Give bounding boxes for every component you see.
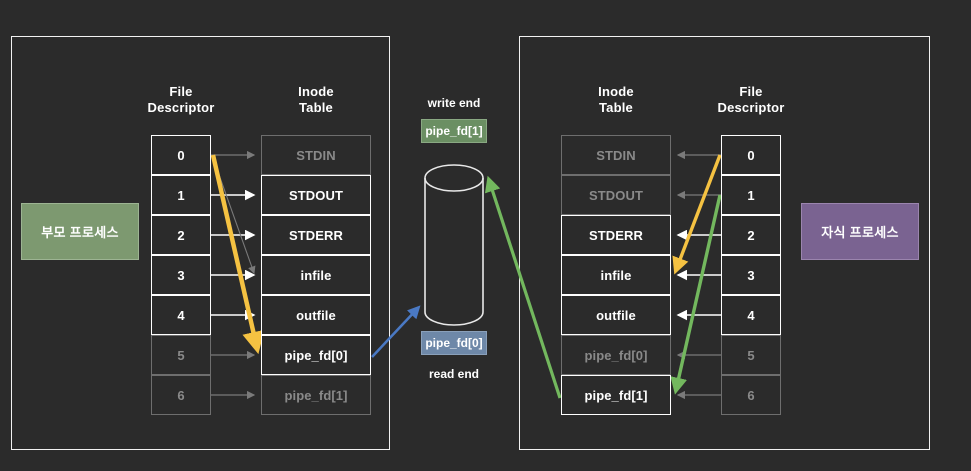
- left-fd-table-title: File Descriptor: [147, 84, 215, 115]
- pipe-read-end-label: read end: [428, 367, 479, 381]
- left-inode-row-label: pipe_fd[0]: [284, 347, 348, 363]
- right-inode-row: outfile: [561, 295, 671, 335]
- right-fd-row-label: 1: [747, 187, 755, 203]
- right-file-descriptor-table: 0 1 2 3 4 5 6: [721, 135, 781, 415]
- child-process-box: 자식 프로세스: [801, 203, 919, 260]
- left-fd-row: 4: [151, 295, 211, 335]
- right-fd-row: 2: [721, 215, 781, 255]
- left-fd-row-label: 1: [177, 187, 185, 203]
- left-inode-row-label: outfile: [296, 307, 336, 323]
- left-fd-row-label: 0: [177, 147, 185, 163]
- child-process-label: 자식 프로세스: [821, 225, 899, 240]
- right-inode-table: STDIN STDOUT STDERR infile outfile pipe_fd[0]…: [561, 135, 671, 415]
- pipe-cylinder-icon: [424, 164, 484, 326]
- right-fd-row: 6: [721, 375, 781, 415]
- left-fd-row: 3: [151, 255, 211, 295]
- left-inode-row-label: STDIN: [296, 147, 336, 163]
- left-inode-row: outfile: [261, 295, 371, 335]
- left-fd-row: 0: [151, 135, 211, 175]
- right-fd-row: 3: [721, 255, 781, 295]
- left-fd-row: 1: [151, 175, 211, 215]
- pipe-write-end-badge: pipe_fd[1]: [421, 119, 487, 143]
- left-fd-row-label: 2: [177, 227, 185, 243]
- left-inode-row: STDOUT: [261, 175, 371, 215]
- right-fd-row: 1: [721, 175, 781, 215]
- right-fd-row-label: 6: [747, 387, 755, 403]
- right-inode-row-label: pipe_fd[1]: [584, 387, 648, 403]
- parent-process-panel: [11, 36, 390, 450]
- right-fd-row-label: 4: [747, 307, 755, 323]
- left-fd-row: 5: [151, 335, 211, 375]
- left-inode-row-label: STDERR: [288, 227, 344, 243]
- right-fd-row: 0: [721, 135, 781, 175]
- right-fd-row: 4: [721, 295, 781, 335]
- right-inode-row: STDOUT: [561, 175, 671, 215]
- left-fd-row-label: 3: [177, 267, 185, 283]
- pipe-write-end-label: write end: [427, 96, 481, 110]
- left-inode-row: pipe_fd[0]: [261, 335, 371, 375]
- left-fd-row: 2: [151, 215, 211, 255]
- left-inode-row: STDERR: [261, 215, 371, 255]
- left-inode-table: STDIN STDOUT STDERR infile outfile pipe_fd[0]…: [261, 135, 371, 415]
- left-fd-row: 6: [151, 375, 211, 415]
- right-fd-row-label: 0: [747, 147, 755, 163]
- right-fd-row-label: 5: [747, 347, 755, 363]
- right-inode-row: STDERR: [561, 215, 671, 255]
- left-fd-row-label: 4: [177, 307, 185, 323]
- left-inode-row-label: infile: [300, 267, 332, 283]
- right-inode-row-label: STDIN: [596, 147, 636, 163]
- right-inode-row-label: outfile: [596, 307, 636, 323]
- right-fd-table-title: File Descriptor: [717, 84, 785, 115]
- right-inode-row-label: STDERR: [588, 227, 644, 243]
- left-fd-row-label: 5: [177, 347, 185, 363]
- left-inode-table-title: Inode Table: [298, 84, 334, 115]
- left-file-descriptor-table: 0 1 2 3 4 5 6: [151, 135, 211, 415]
- left-inode-row: infile: [261, 255, 371, 295]
- right-inode-row-label: pipe_fd[0]: [584, 347, 648, 363]
- right-inode-row: STDIN: [561, 135, 671, 175]
- parent-process-box: 부모 프로세스: [21, 203, 139, 260]
- right-fd-row: 5: [721, 335, 781, 375]
- left-inode-row-label: pipe_fd[1]: [284, 387, 348, 403]
- right-inode-row: pipe_fd[0]: [561, 335, 671, 375]
- left-inode-row-label: STDOUT: [288, 187, 344, 203]
- pipe-read-end-badge: pipe_fd[0]: [421, 331, 487, 355]
- left-inode-row: STDIN: [261, 135, 371, 175]
- right-inode-row: pipe_fd[1]: [561, 375, 671, 415]
- right-inode-row-label: STDOUT: [588, 187, 644, 203]
- right-fd-row-label: 2: [747, 227, 755, 243]
- right-fd-row-label: 3: [747, 267, 755, 283]
- right-inode-table-title: Inode Table: [598, 84, 634, 115]
- right-inode-row-label: infile: [600, 267, 632, 283]
- left-inode-row: pipe_fd[1]: [261, 375, 371, 415]
- right-inode-row: infile: [561, 255, 671, 295]
- parent-process-label: 부모 프로세스: [41, 225, 119, 240]
- left-fd-row-label: 6: [177, 387, 185, 403]
